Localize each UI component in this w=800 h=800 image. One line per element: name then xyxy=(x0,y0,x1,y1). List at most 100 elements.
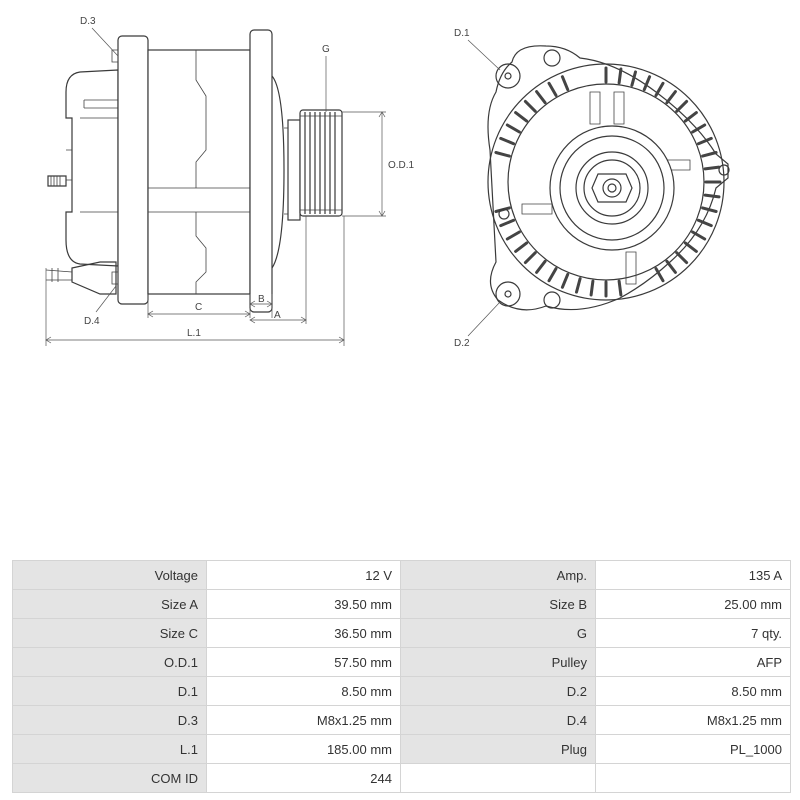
cooling-slot xyxy=(665,90,677,105)
spec-value: AFP xyxy=(595,647,791,677)
dim-b xyxy=(250,294,273,318)
mount-hole-d2 xyxy=(495,281,521,307)
cooling-slot xyxy=(675,99,689,113)
spec-label xyxy=(400,763,596,793)
spec-label: D.3 xyxy=(12,705,207,735)
cooling-slot xyxy=(499,218,516,228)
cooling-slot xyxy=(535,259,547,274)
spec-label: Size C xyxy=(12,618,207,648)
label-l1: L.1 xyxy=(187,328,201,339)
cooling-slot xyxy=(560,75,570,92)
spec-label: G xyxy=(400,618,596,648)
spec-label: Size B xyxy=(400,589,596,619)
front-flange xyxy=(249,29,273,313)
cooling-slot xyxy=(654,267,665,283)
spec-value: 8.50 mm xyxy=(595,676,791,706)
cooling-slot xyxy=(701,151,718,158)
label-d3: D.3 xyxy=(80,16,96,27)
terminal-stud xyxy=(71,261,117,295)
cooling-slot xyxy=(701,206,718,213)
cooling-slot xyxy=(617,279,623,297)
spec-value: 7 qty. xyxy=(595,618,791,648)
label-c: C xyxy=(195,302,202,313)
cooling-slot xyxy=(703,165,721,171)
cooling-slot xyxy=(617,67,623,85)
cooling-slot xyxy=(683,111,698,123)
cooling-slot xyxy=(494,151,511,158)
cooling-slot xyxy=(547,267,558,283)
cooling-slot xyxy=(654,81,665,97)
spec-label: Voltage xyxy=(12,560,207,590)
cooling-slot xyxy=(683,241,698,253)
alternator-technical-drawing: D.3 G O.D.1 D.4 C B A L.1 D.1 D.2 xyxy=(45,16,730,349)
spec-label: D.1 xyxy=(12,676,207,706)
label-d1: D.1 xyxy=(454,28,470,39)
spec-value: 25.00 mm xyxy=(595,589,791,619)
cooling-slot xyxy=(675,251,689,265)
cooling-slot xyxy=(514,111,529,123)
cooling-slot xyxy=(505,123,521,134)
cooling-slot xyxy=(560,272,570,289)
cooling-slot xyxy=(523,99,537,113)
spec-label: O.D.1 xyxy=(12,647,207,677)
pulley xyxy=(299,109,343,217)
spec-value: 12 V xyxy=(206,560,401,590)
spec-value: 39.50 mm xyxy=(206,589,401,619)
label-d2: D.2 xyxy=(454,338,470,349)
spec-label: COM ID xyxy=(12,763,207,793)
label-d4: D.4 xyxy=(84,316,100,327)
spec-value: 135 A xyxy=(595,560,791,590)
front-view xyxy=(467,39,730,337)
cooling-slot xyxy=(703,193,721,199)
spec-value: 57.50 mm xyxy=(206,647,401,677)
spec-value: 244 xyxy=(206,763,401,793)
cooling-slot xyxy=(575,277,582,294)
spec-label: D.2 xyxy=(400,676,596,706)
spec-label: Amp. xyxy=(400,560,596,590)
spec-value: 36.50 mm xyxy=(206,618,401,648)
dim-a xyxy=(250,216,307,324)
cooling-slot xyxy=(505,230,521,241)
cooling-slot xyxy=(630,70,637,87)
cooling-slot xyxy=(499,136,516,146)
spec-label: D.4 xyxy=(400,705,596,735)
label-od1: O.D.1 xyxy=(388,160,415,171)
cooling-slot xyxy=(523,251,537,265)
mount-hole-d1 xyxy=(495,63,521,89)
spec-value: 8.50 mm xyxy=(206,676,401,706)
spec-value: M8x1.25 mm xyxy=(206,705,401,735)
spec-label: Plug xyxy=(400,734,596,764)
spec-label: Pulley xyxy=(400,647,596,677)
spec-label: L.1 xyxy=(12,734,207,764)
cooling-slot xyxy=(696,136,713,146)
cooling-slot xyxy=(547,81,558,97)
cooling-slot xyxy=(535,90,547,105)
cooling-slots xyxy=(494,66,722,298)
side-view xyxy=(45,27,386,346)
spec-value xyxy=(595,763,791,793)
dim-od1 xyxy=(342,111,386,217)
spec-label: Size A xyxy=(12,589,207,619)
spec-value: PL_1000 xyxy=(595,734,791,764)
cooling-slot xyxy=(691,123,707,134)
dim-l1 xyxy=(45,216,345,346)
label-g: G xyxy=(322,44,330,55)
spec-value: 185.00 mm xyxy=(206,734,401,764)
spec-value: M8x1.25 mm xyxy=(595,705,791,735)
shaft-nut xyxy=(591,173,633,203)
label-a: A xyxy=(274,310,281,321)
stator-body xyxy=(147,49,251,295)
front-bell xyxy=(271,75,285,269)
cooling-slot xyxy=(691,230,707,241)
cooling-slot xyxy=(665,259,677,274)
cooling-slot xyxy=(589,279,595,297)
